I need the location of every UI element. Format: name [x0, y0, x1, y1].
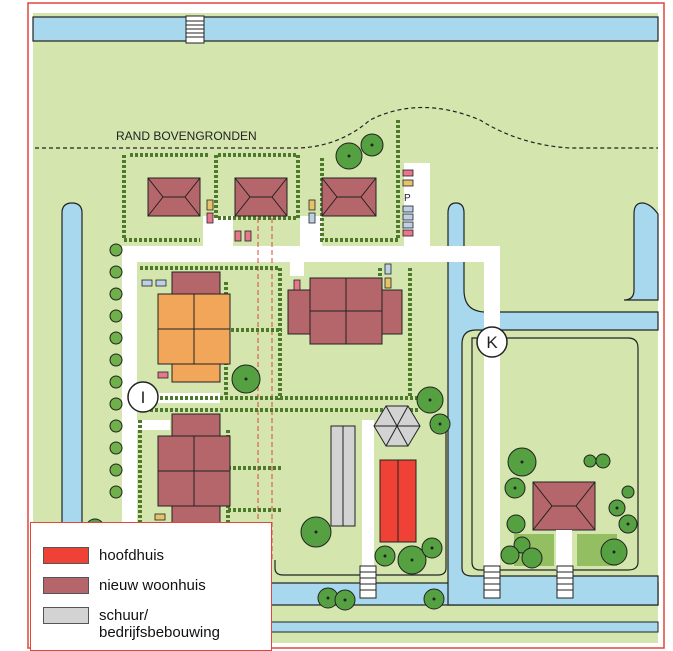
edge-dashed-line	[35, 107, 658, 149]
parking-label: P	[404, 193, 411, 204]
marker-i: I	[127, 381, 159, 413]
house-top-3	[321, 177, 377, 217]
house-top-2	[234, 177, 288, 217]
legend-swatch-barn	[43, 607, 89, 624]
right-canal	[447, 202, 659, 606]
legend-label: schuur/ bedrijfsbebouwing	[99, 607, 220, 641]
barn	[330, 425, 356, 527]
bridge-bottom-1	[359, 565, 377, 599]
legend-label: nieuw woonhuis	[99, 577, 206, 594]
legend-item-main-house: hoofdhuis	[43, 547, 164, 564]
tree-trunks	[244, 143, 630, 602]
shrub-row	[109, 243, 123, 499]
house-top-1	[147, 177, 201, 217]
new-house-center	[287, 277, 403, 345]
legend-swatch-main-house	[43, 547, 89, 564]
house-right	[532, 481, 596, 531]
marker-k-label: K	[486, 333, 498, 352]
plot-right	[471, 337, 639, 571]
bridge-bottom-2	[483, 565, 501, 599]
top-canal	[32, 16, 659, 42]
legend: hoofdhuis nieuw woonhuis schuur/ bedrijf…	[30, 522, 272, 651]
new-house-lower	[157, 413, 231, 527]
legend-swatch-new-house	[43, 577, 89, 594]
edge-label: RAND BOVENGRONDEN	[116, 129, 257, 143]
right-canal-upper	[623, 202, 659, 301]
new-house-orange	[157, 271, 231, 383]
legend-item-new-house: nieuw woonhuis	[43, 577, 206, 594]
marker-i-label: I	[141, 388, 146, 407]
main-house	[379, 459, 417, 543]
top-bridge	[185, 15, 205, 44]
hexagon-pavilion	[373, 405, 421, 447]
left-canal	[61, 202, 83, 606]
map-frame	[27, 2, 665, 649]
marker-k: K	[476, 326, 508, 358]
legend-item-barn: schuur/ bedrijfsbebouwing	[43, 607, 220, 641]
legend-label: hoofdhuis	[99, 547, 165, 564]
parked-cars	[141, 169, 414, 521]
bridge-bottom-3	[556, 565, 574, 599]
right-path	[556, 530, 572, 570]
